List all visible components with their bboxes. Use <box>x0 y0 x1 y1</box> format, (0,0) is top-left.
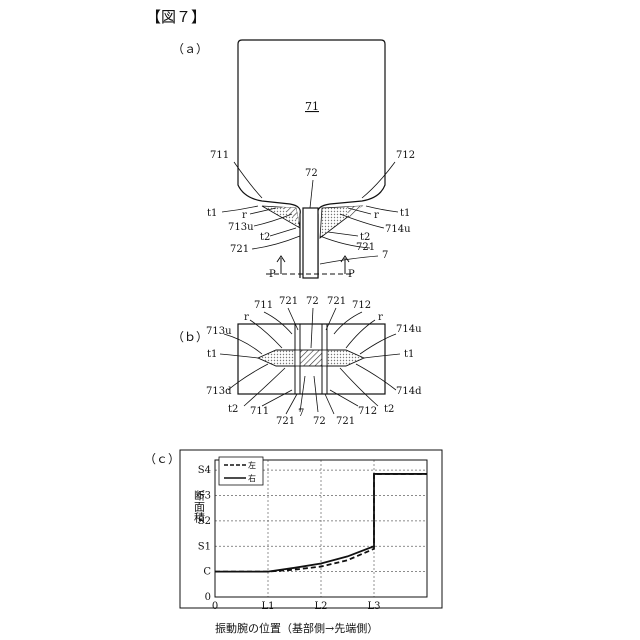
label-b-t2-left: t2 <box>228 404 238 415</box>
label-b-712-top: 712 <box>352 300 371 311</box>
label-b-721b-top: 721 <box>327 296 346 307</box>
label-r-left: r <box>242 210 247 221</box>
y-tick-label: 0 <box>205 592 211 603</box>
label-b-r-right: r <box>378 312 383 323</box>
label-b-713d: 713d <box>206 386 232 397</box>
x-tick-label: L3 <box>367 601 380 612</box>
panel-b-diagram: 711 721 72 721 712 r r 713u t1 713d t2 7… <box>0 290 640 440</box>
label-b-714u: 714u <box>396 324 422 335</box>
label-b-713u: 713u <box>206 326 232 337</box>
label-714u: 714u <box>385 224 411 235</box>
label-t1-right: t1 <box>400 208 410 219</box>
stem-72 <box>303 208 318 278</box>
label-721-left: 721 <box>230 244 249 255</box>
label-r-right: r <box>374 210 379 221</box>
label-712: 712 <box>396 150 415 161</box>
label-71: 71 <box>305 100 319 113</box>
panel-a-diagram: 71 72 711 712 t1 r 713u t2 721 t1 r 714u… <box>0 0 640 290</box>
label-711: 711 <box>210 150 229 161</box>
label-p-right: P <box>348 269 355 280</box>
label-b-712-bot: 712 <box>358 406 377 417</box>
label-b-7-bot: 7 <box>298 408 304 419</box>
label-72: 72 <box>305 168 318 179</box>
label-b-721a-top: 721 <box>279 296 298 307</box>
label-7: 7 <box>382 250 388 261</box>
label-b-r-left: r <box>244 312 249 323</box>
label-b-t2-right: t2 <box>384 404 394 415</box>
label-713u: 713u <box>228 222 254 233</box>
label-721-right: 721 <box>356 242 375 253</box>
label-b-711-top: 711 <box>254 300 273 311</box>
y-tick-label: S4 <box>198 465 211 476</box>
label-b-714d: 714d <box>396 386 422 397</box>
label-b-72-bot: 72 <box>313 416 326 427</box>
legend-label-right: 右 <box>248 473 256 483</box>
legend-box <box>219 457 263 485</box>
label-b-t1-right: t1 <box>404 349 414 360</box>
label-p-left: P <box>269 269 276 280</box>
center-hatched <box>300 350 322 366</box>
legend-label-left: 左 <box>248 460 256 470</box>
x-tick-label: L2 <box>314 601 327 612</box>
label-b-t1-left: t1 <box>207 349 217 360</box>
label-b-721a-bot: 721 <box>276 416 295 427</box>
label-b-711-bot: 711 <box>250 406 269 417</box>
x-axis-label: 振動腕の位置（基部側→先端側） <box>215 621 378 635</box>
x-tick-label: 0 <box>212 601 218 612</box>
y-tick-label: S1 <box>198 541 211 552</box>
y-tick-label: C <box>203 567 211 578</box>
x-tick-label: L1 <box>261 601 274 612</box>
label-b-721b-bot: 721 <box>336 416 355 427</box>
label-t2-left: t2 <box>260 232 270 243</box>
y-axis-label: 断面積 <box>193 489 206 524</box>
chart-svg: 0L1L2L30CS1S2S3S4 左 右 断面積 振動腕の位置（基部側→先端側… <box>0 440 640 640</box>
label-b-72-top: 72 <box>306 296 319 307</box>
label-t1-left: t1 <box>207 208 217 219</box>
